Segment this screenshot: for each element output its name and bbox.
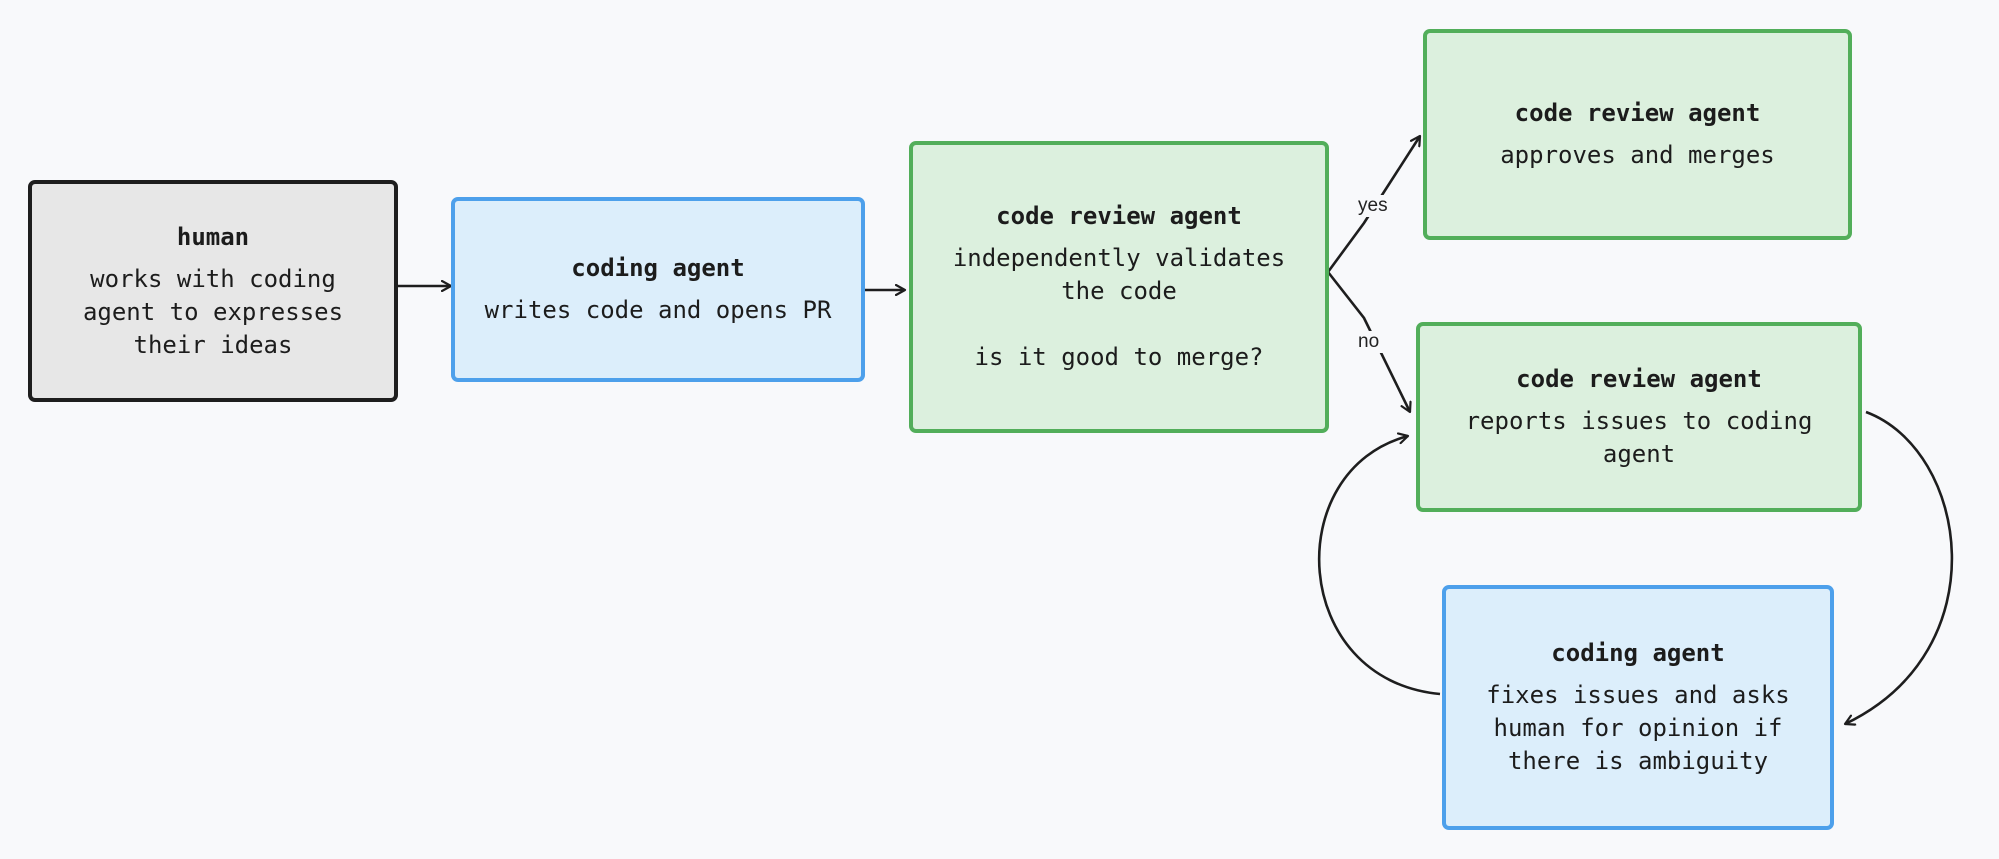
node-body: independently validates the code is it g… — [952, 244, 1286, 371]
node-title: code review agent — [1514, 99, 1761, 127]
arrow-report-to-fix-loop — [1845, 410, 1954, 724]
node-title: code review agent — [996, 202, 1242, 230]
review-agent-node[interactable]: code review agent independently validate… — [909, 141, 1329, 433]
node-body: works with coding agent to expresses the… — [82, 264, 344, 359]
coding-agent-node[interactable]: coding agent writes code and opens PR — [451, 197, 865, 382]
coding-fix-node[interactable]: coding agent fixes issues and asks human… — [1442, 585, 1834, 830]
edge-label-yes: yes — [1354, 195, 1392, 217]
node-body: reports issues to coding agent — [1465, 407, 1813, 468]
node-title: coding agent — [571, 254, 745, 282]
arrow-review-yes-to-approve — [1326, 136, 1420, 273]
arrow-fix-to-report-loop — [1317, 436, 1441, 696]
node-title: human — [176, 222, 250, 251]
edge-label-no: no — [1354, 331, 1384, 353]
node-body: fixes issues and asks human for opinion … — [1486, 681, 1790, 775]
node-title: code review agent — [1516, 365, 1762, 393]
review-report-node[interactable]: code review agent reports issues to codi… — [1416, 322, 1862, 512]
human-node[interactable]: human works with coding agent to express… — [28, 180, 398, 402]
arrow-review-no-to-report — [1326, 271, 1410, 412]
review-approve-node[interactable]: code review agent approves and merges — [1423, 29, 1852, 240]
node-body: approves and merges — [1500, 141, 1775, 169]
node-title: coding agent — [1551, 639, 1725, 667]
node-body: writes code and opens PR — [484, 296, 832, 324]
